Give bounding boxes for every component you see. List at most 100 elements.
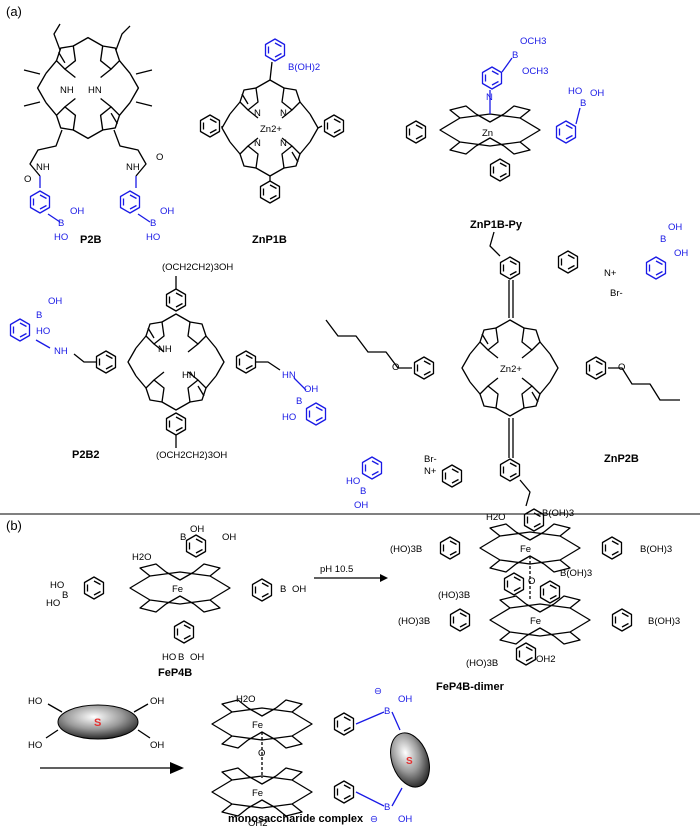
svg-text:Fe: Fe bbox=[172, 584, 183, 595]
panel-b-label: (b) bbox=[6, 518, 22, 533]
znp1b-structure: B(OH)2 Zn2+ N N N N bbox=[199, 38, 345, 204]
svg-text:O: O bbox=[528, 576, 535, 587]
svg-text:B: B bbox=[384, 802, 390, 813]
svg-text:H2O: H2O bbox=[236, 694, 256, 705]
fep4b-label: FeP4B bbox=[158, 667, 192, 679]
svg-text:B: B bbox=[36, 310, 42, 321]
svg-text:(HO)3B: (HO)3B bbox=[438, 590, 470, 601]
znp1b-label: ZnP1B bbox=[252, 234, 287, 246]
svg-text:(HO)3B: (HO)3B bbox=[390, 544, 422, 555]
svg-text:B(OH)3: B(OH)3 bbox=[560, 568, 592, 579]
svg-text:HO: HO bbox=[46, 598, 60, 609]
monosaccharide-complex-structure: S H2O Fe O Fe OH2 B OH ⊖ B OH ⊖ bbox=[211, 686, 430, 828]
svg-text:O: O bbox=[392, 362, 399, 373]
svg-text:B(OH)2: B(OH)2 bbox=[288, 62, 320, 73]
svg-text:HN: HN bbox=[88, 85, 102, 96]
svg-text:NH: NH bbox=[126, 162, 140, 173]
svg-text:B: B bbox=[178, 652, 184, 663]
svg-text:OH: OH bbox=[398, 694, 412, 705]
reaction-arrow bbox=[314, 574, 388, 582]
svg-text:HO: HO bbox=[282, 412, 296, 423]
svg-text:Fe: Fe bbox=[252, 788, 263, 799]
znp1b-py-structure: N B OCH3 OCH3 B HO OH Zn bbox=[405, 36, 604, 182]
svg-text:O: O bbox=[258, 748, 265, 759]
svg-text:OH: OH bbox=[222, 532, 236, 543]
svg-text:OH: OH bbox=[190, 652, 204, 663]
fep4b-dimer-label: FeP4B-dimer bbox=[436, 681, 505, 693]
svg-text:B: B bbox=[660, 234, 666, 245]
svg-text:N: N bbox=[280, 138, 287, 149]
svg-text:B: B bbox=[512, 50, 518, 61]
svg-text:O: O bbox=[156, 152, 163, 163]
p2b-label: P2B bbox=[80, 234, 101, 246]
svg-text:(OCH2CH2)3OH: (OCH2CH2)3OH bbox=[162, 262, 233, 273]
panel-a-label: (a) bbox=[6, 4, 22, 19]
svg-text:OH: OH bbox=[150, 740, 164, 751]
svg-text:N: N bbox=[254, 138, 261, 149]
svg-text:OH: OH bbox=[668, 222, 682, 233]
svg-text:OH: OH bbox=[160, 206, 174, 217]
svg-text:B: B bbox=[280, 584, 286, 595]
znp2b-structure: O O N+ Br- Br- N+ B OH OH B HO OH Zn2+ bbox=[325, 222, 688, 511]
svg-text:OH: OH bbox=[304, 384, 318, 395]
svg-text:H2O: H2O bbox=[132, 552, 152, 563]
svg-text:HO: HO bbox=[54, 232, 68, 243]
svg-text:B: B bbox=[180, 532, 186, 543]
svg-text:OH: OH bbox=[48, 296, 62, 307]
svg-text:Zn2+: Zn2+ bbox=[260, 124, 282, 135]
svg-text:B: B bbox=[384, 706, 390, 717]
svg-text:NH: NH bbox=[36, 162, 50, 173]
svg-text:HO: HO bbox=[28, 740, 42, 751]
svg-text:Fe: Fe bbox=[252, 720, 263, 731]
svg-text:Zn: Zn bbox=[482, 128, 493, 139]
svg-text:S: S bbox=[94, 717, 101, 729]
svg-text:B: B bbox=[150, 218, 156, 229]
svg-text:HO: HO bbox=[346, 476, 360, 487]
svg-text:OH: OH bbox=[70, 206, 84, 217]
svg-text:O: O bbox=[618, 362, 625, 373]
svg-text:HN: HN bbox=[282, 370, 296, 381]
svg-text:⊖: ⊖ bbox=[370, 814, 378, 825]
svg-text:Fe: Fe bbox=[520, 544, 531, 555]
svg-text:H2O: H2O bbox=[486, 512, 506, 523]
p2b2-structure: (OCH2CH2)3OH (OCH2CH2)3OH NH HN B OH HO … bbox=[9, 262, 327, 461]
svg-text:NH: NH bbox=[158, 344, 172, 355]
svg-text:(OCH2CH2)3OH: (OCH2CH2)3OH bbox=[156, 450, 227, 461]
svg-text:B: B bbox=[296, 396, 302, 407]
svg-text:B(OH)3: B(OH)3 bbox=[542, 508, 574, 519]
svg-text:(HO)3B: (HO)3B bbox=[398, 616, 430, 627]
fep4b-structure: B OH OH H2O Fe HO B HO B OH HO B OH bbox=[46, 524, 306, 663]
svg-text:OH: OH bbox=[150, 696, 164, 707]
svg-text:OH: OH bbox=[590, 88, 604, 99]
p2b-structure: NH HN NH NH O O B OH HO B OH HO bbox=[23, 23, 174, 243]
svg-text:Br-: Br- bbox=[424, 454, 437, 465]
svg-text:OH: OH bbox=[398, 814, 412, 825]
fep4b-dimer-structure: H2O Fe O Fe OH2 (HO)3B B(OH)3 (HO)3B B(O… bbox=[390, 508, 680, 669]
svg-text:B(OH)3: B(OH)3 bbox=[640, 544, 672, 555]
svg-text:Fe: Fe bbox=[530, 616, 541, 627]
svg-text:Br-: Br- bbox=[610, 288, 623, 299]
complexation-arrow bbox=[40, 762, 184, 774]
p2b2-label: P2B2 bbox=[72, 449, 100, 461]
svg-text:HN: HN bbox=[182, 370, 196, 381]
svg-text:N+: N+ bbox=[424, 466, 437, 477]
svg-text:HO: HO bbox=[50, 580, 64, 591]
svg-text:N+: N+ bbox=[604, 268, 617, 279]
svg-text:Zn2+: Zn2+ bbox=[500, 364, 522, 375]
sugar-reagent: S HO HO OH OH bbox=[28, 696, 164, 751]
svg-text:NH: NH bbox=[60, 85, 74, 96]
svg-text:N: N bbox=[486, 92, 493, 103]
svg-text:OH: OH bbox=[190, 524, 204, 535]
svg-text:⊖: ⊖ bbox=[374, 686, 382, 697]
svg-text:HO: HO bbox=[146, 232, 160, 243]
znp2b-label: ZnP2B bbox=[604, 453, 639, 465]
svg-text:OCH3: OCH3 bbox=[520, 36, 546, 47]
svg-text:OH: OH bbox=[354, 500, 368, 511]
svg-text:B: B bbox=[360, 486, 366, 497]
svg-text:N: N bbox=[280, 108, 287, 119]
svg-text:HO: HO bbox=[162, 652, 176, 663]
reaction-condition: pH 10.5 bbox=[320, 564, 353, 575]
svg-text:OH2: OH2 bbox=[248, 818, 268, 828]
svg-text:HO: HO bbox=[36, 326, 50, 337]
